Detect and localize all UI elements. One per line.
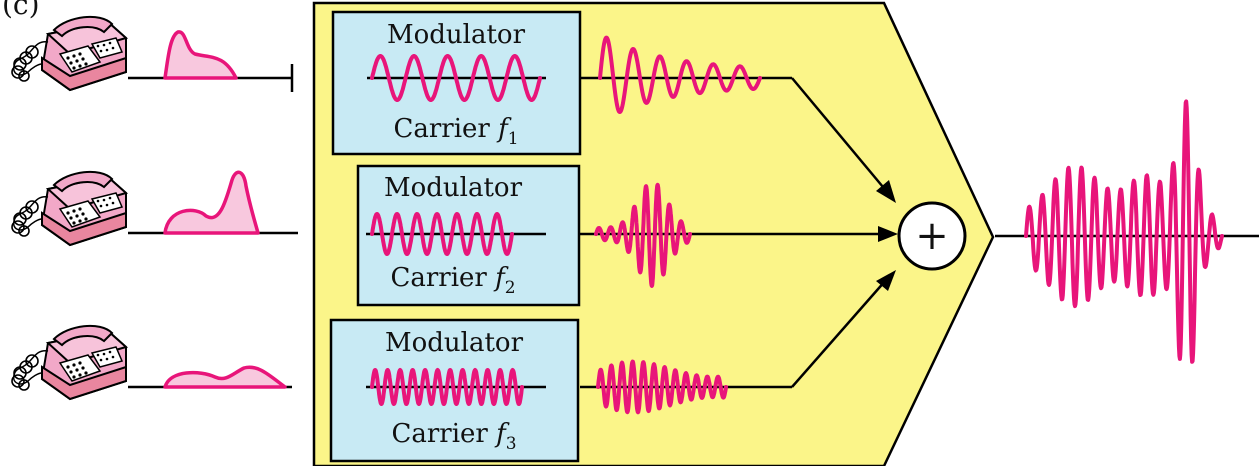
header-text: (c) [2,0,40,21]
multiplexed-output-signal [1024,99,1224,364]
modulator-label-3: Modulator [385,328,524,358]
modulated-signal-3 [596,359,728,415]
modulated-signal-1 [598,35,762,114]
message-signal-1 [163,30,238,80]
carrier-wave-1 [370,54,542,102]
carrier-wave-2 [370,212,514,256]
message-signal-2 [163,170,260,235]
arrow-line-3 [791,279,887,388]
summer-symbol: + [915,213,949,259]
arrow-line-1 [791,77,889,194]
carrier-label-2: Carrier f2 [390,263,515,298]
telephone-icon-2 [11,170,127,246]
message-signal-3 [163,365,287,389]
telephone-icon-3 [11,324,127,400]
arrow-head-3 [876,270,896,291]
summing-junction-icon [897,201,967,271]
arrow-head-1 [876,180,896,203]
telephone-icon-1 [11,15,129,92]
modulator-box-2: Modulator Carrier f2 [356,164,581,307]
modulator-label-2: Modulator [384,173,523,203]
modulated-signal-2 [594,182,692,288]
carrier-label-1: Carrier f1 [393,114,518,149]
modulator-label-1: Modulator [387,20,526,50]
arrow-head-2 [878,226,898,242]
carrier-label-3: Carrier f3 [391,419,516,454]
carrier-wave-3 [370,368,524,406]
